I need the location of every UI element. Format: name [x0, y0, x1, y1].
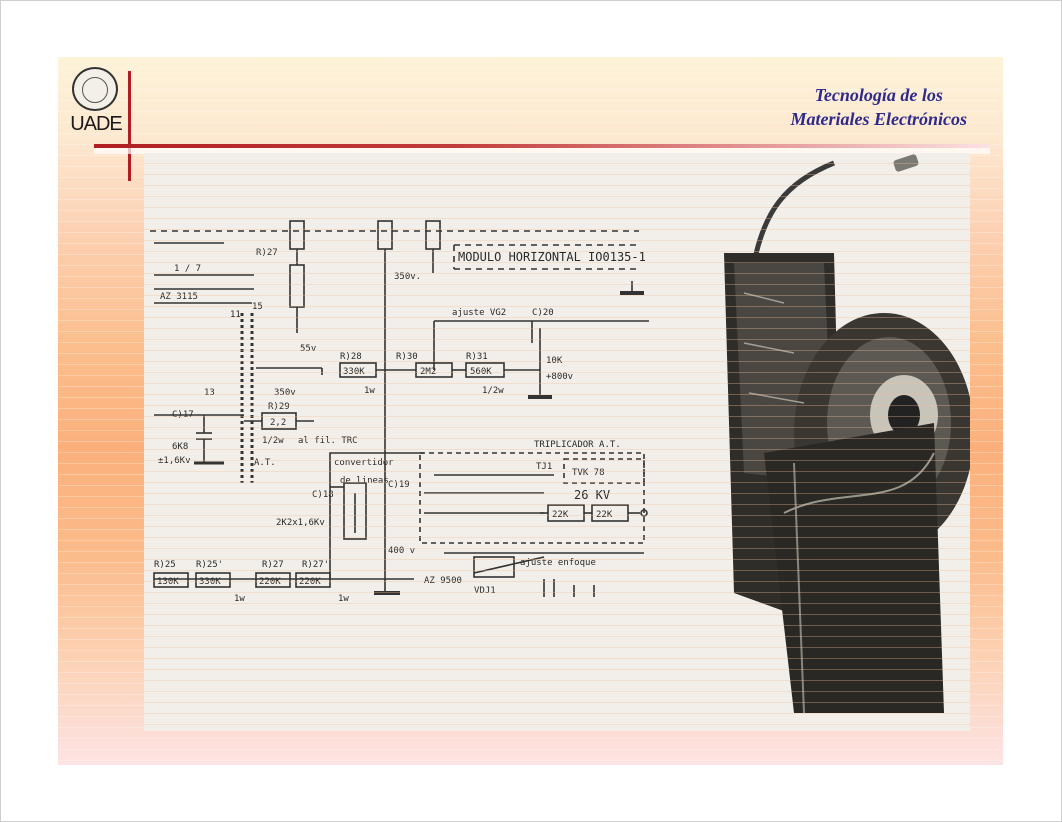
w12-label: 1/2w	[482, 386, 504, 396]
pin15-label: 15	[252, 302, 263, 312]
v800-label: +800v	[546, 372, 573, 382]
r130-label: R)30	[396, 352, 418, 362]
r125-label: R)25	[154, 560, 176, 570]
flyback-transformer-photo	[724, 154, 970, 714]
c120-label: C)20	[532, 308, 554, 318]
header-horizontal-rule	[94, 144, 990, 148]
schematic-figure: MODULO HORIZONTAL IO0135-1 R)27 350v. aj…	[144, 153, 970, 731]
r22k-2-label: 22K	[596, 510, 613, 520]
r131-label: R)31	[466, 352, 488, 362]
r220k2-label: 220K	[299, 577, 321, 587]
at-label: A.T.	[254, 458, 276, 468]
r22k-1-label: 22K	[552, 510, 569, 520]
kv26-label: 26 KV	[574, 488, 610, 502]
slide-title: Tecnología de los Materiales Electrónico…	[791, 83, 968, 131]
c119-label: C)19	[388, 480, 410, 490]
r560k-label: 560K	[470, 367, 492, 377]
w1c-label: 1w	[338, 594, 349, 604]
r128-label: R)28	[340, 352, 362, 362]
c10k-label: 10K	[546, 356, 563, 366]
converter-label: convertidor	[334, 458, 394, 468]
c118-label: C)18	[312, 490, 334, 500]
enfoque-label: ajuste enfoque	[520, 558, 596, 568]
r220k1-label: 220K	[259, 577, 281, 587]
title-line-2: Materiales Electrónicos	[790, 109, 968, 129]
r330k2-label: 330K	[199, 577, 221, 587]
v55-label: 55v	[300, 344, 316, 354]
r22-label: 2,2	[270, 418, 286, 428]
tj1-label: TJ1	[536, 462, 552, 472]
lines-label: de lineas	[340, 476, 389, 486]
r127-label: R)27	[262, 560, 284, 570]
pulse-voltage-label: 350v.	[394, 272, 421, 282]
r127-top-label: R)27	[256, 248, 278, 258]
v400-label: 400 v	[388, 546, 415, 556]
header-rule-highlight	[94, 148, 990, 154]
v350-label: 350v	[274, 388, 296, 398]
c117-label: C)17	[172, 410, 194, 420]
tvk78-label: TVK 78	[572, 468, 605, 478]
vdj1-label: VDJ1	[474, 586, 496, 596]
label-17: 1 / 7	[174, 264, 201, 274]
c2k2-label: 2K2x1,6Kv	[276, 518, 325, 528]
module-title-label: MODULO HORIZONTAL IO0135-1	[458, 250, 646, 264]
w12b-label: 1/2w	[262, 436, 284, 446]
r330k-label: 330K	[343, 367, 365, 377]
header-vertical-rule	[128, 71, 131, 181]
pin11-label: 11	[230, 310, 241, 320]
az3115-label: AZ 3115	[160, 292, 198, 302]
pin13-label: 13	[204, 388, 215, 398]
university-seal-icon	[72, 67, 118, 111]
w1b-label: 1w	[234, 594, 245, 604]
schematic-drawing: MODULO HORIZONTAL IO0135-1 R)27 350v. aj…	[150, 154, 970, 714]
slide: UADE Tecnología de los Materiales Electr…	[58, 57, 1003, 765]
tripler-label: TRIPLICADOR A.T.	[534, 440, 621, 450]
r2m2-label: 2M2	[420, 367, 436, 377]
kv16-label: ±1,6Kv	[158, 456, 191, 466]
r130k-label: 130K	[157, 577, 179, 587]
filament-label: al fil. TRC	[298, 436, 358, 446]
r129-label: R)29	[268, 402, 290, 412]
r127b-label: R)27'	[302, 560, 329, 570]
adjust-vg2-label: ajuste VG2	[452, 308, 506, 318]
logo-text: UADE	[70, 113, 123, 135]
az-label: AZ 9500	[424, 576, 462, 586]
title-line-1: Tecnología de los	[814, 85, 943, 105]
w1-label: 1w	[364, 386, 375, 396]
uade-logo: UADE	[66, 65, 124, 135]
c6k8-label: 6K8	[172, 442, 188, 452]
r125b-label: R)25'	[196, 560, 223, 570]
